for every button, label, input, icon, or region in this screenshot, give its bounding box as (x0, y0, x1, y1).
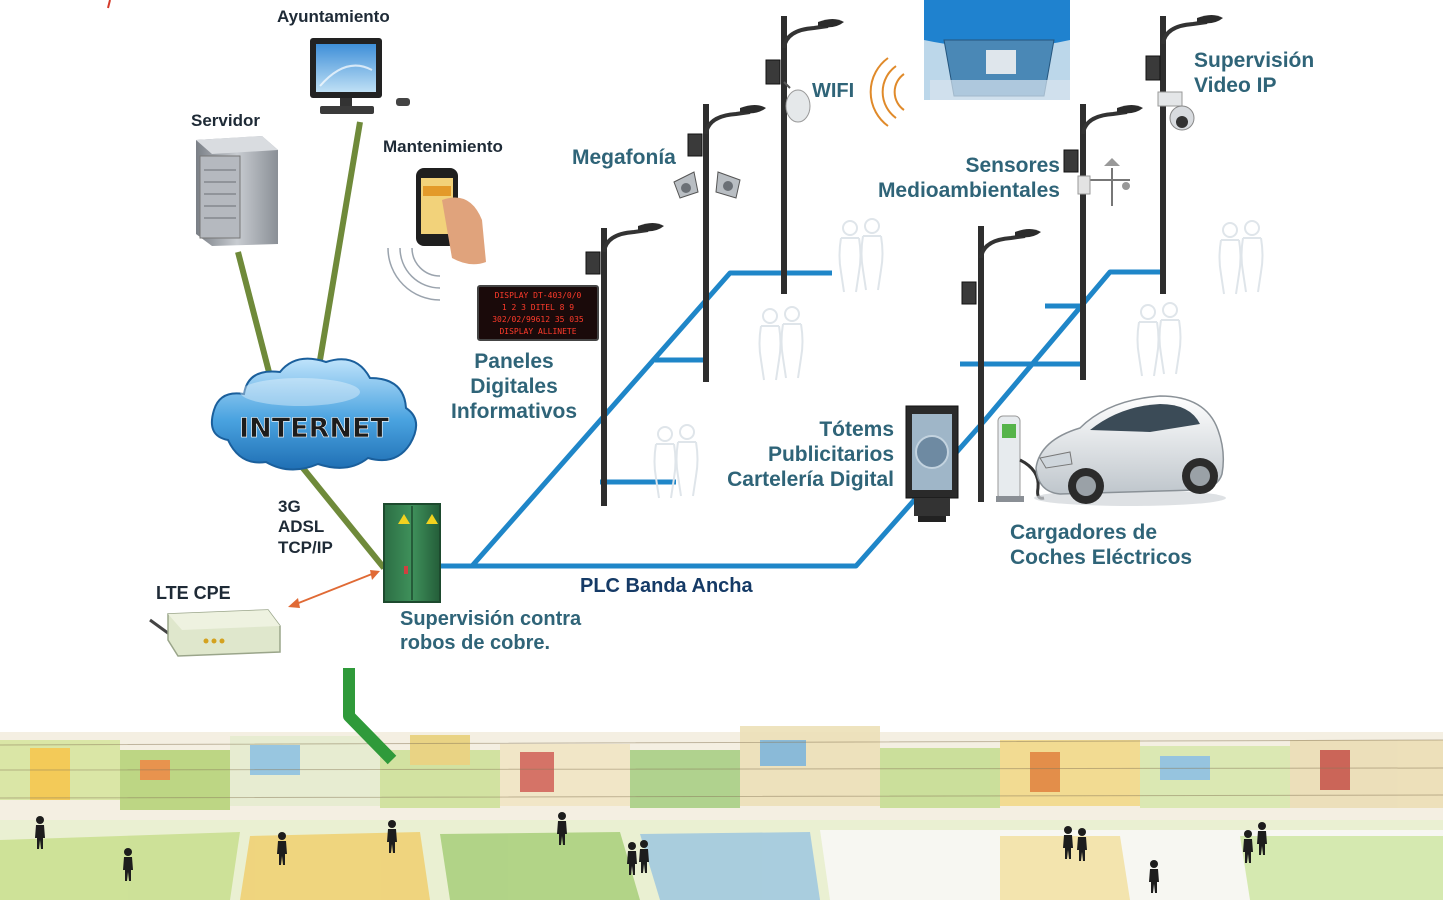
cargadores-line-2: Coches Eléctricos (1010, 546, 1193, 570)
cargadores-label: Cargadores de Coches Eléctricos (1010, 520, 1192, 570)
desktop-icon (310, 38, 410, 114)
connectivity-3g: 3G (278, 497, 301, 516)
totem-icon (905, 405, 959, 522)
video-line-2: Video IP (1194, 74, 1277, 98)
copper-line-2: robos de cobre. (400, 632, 551, 654)
link-arrow (288, 570, 380, 608)
internet-cabinet-link (295, 460, 387, 570)
signal-waves-icon (387, 247, 441, 301)
router-icon (149, 609, 281, 657)
paneles-line-2: Digitales (470, 375, 558, 399)
weather-station-icon (1077, 158, 1130, 206)
plc-label: PLC Banda Ancha (580, 575, 753, 597)
wifi-ap-icon (783, 81, 811, 123)
led-line-4: DISPLAY ALLINETE (499, 327, 576, 336)
signal-waves-icon (869, 57, 905, 127)
pc-link (315, 121, 363, 373)
connectivity-label: 3G ADSL TCP/IP (278, 497, 333, 558)
ip-camera-icon (1157, 91, 1195, 131)
server-link (235, 251, 273, 377)
led-line-2: 1 2 3 DITEL 8 9 (502, 303, 574, 312)
streetlight-icon (585, 221, 666, 506)
totems-line-2: Publicitarios (767, 443, 894, 467)
copper-line-1: Supervisión contra (400, 608, 582, 630)
wifi-ap-icon (924, 0, 1070, 100)
cityscape-icon (0, 726, 1443, 900)
streetlight-icon (1063, 103, 1145, 380)
mantenimiento-label: Mantenimiento (383, 137, 503, 156)
totems-line-1: Tótems (819, 418, 894, 441)
car-icon (1034, 395, 1226, 506)
paneles-line-3: Informativos (450, 400, 578, 424)
led-line-3: 302/02/99612 35 035 (492, 315, 584, 324)
internet-label: INTERNET (239, 413, 389, 444)
sensores-label: Sensores Medioambientales (854, 153, 1060, 203)
servidor-label: Servidor (191, 111, 260, 130)
cargadores-line-1: Cargadores de (1010, 521, 1158, 544)
corner-mark (107, 0, 111, 9)
streetlight-icon (765, 16, 846, 294)
cloud-icon (210, 357, 417, 471)
connectivity-adsl: ADSL (278, 517, 325, 537)
led-panel-icon: DISPLAY DT-403/0/0 1 2 3 DITEL 8 9 302/0… (477, 285, 599, 341)
streetlight-icon (961, 226, 1043, 502)
sensores-line-2: Medioambientales (877, 179, 1060, 203)
led-line-1: DISPLAY DT-403/0/0 (495, 291, 582, 300)
streetlight-icon (687, 103, 768, 382)
ayuntamiento-label: Ayuntamiento (277, 7, 390, 26)
connectivity-tcpip: TCP/IP (278, 537, 333, 557)
wifi-label: WIFI (812, 80, 855, 102)
cabinet-icon (383, 503, 441, 603)
smartphone-icon (387, 168, 486, 301)
totems-label: Tótems Publicitarios Cartelería Digital (706, 417, 894, 493)
megafonia-label: Megafonía (572, 146, 676, 169)
ev-charger-icon (996, 415, 1045, 502)
video-label: Supervisión Video IP (1194, 48, 1314, 98)
server-icon (196, 136, 278, 246)
sensores-line-1: Sensores (965, 154, 1060, 177)
video-line-1: Supervisión (1194, 49, 1315, 72)
streetlight-icon (1145, 13, 1225, 294)
totems-line-3: Cartelería Digital (727, 468, 894, 492)
copper-supervision-label: Supervisión contra robos de cobre. (400, 607, 581, 655)
speaker-icon (673, 171, 741, 199)
paneles-line-1: Paneles (474, 350, 554, 373)
paneles-label: Paneles Digitales Informativos (442, 349, 586, 425)
lte-cpe-label: LTE CPE (156, 583, 231, 603)
